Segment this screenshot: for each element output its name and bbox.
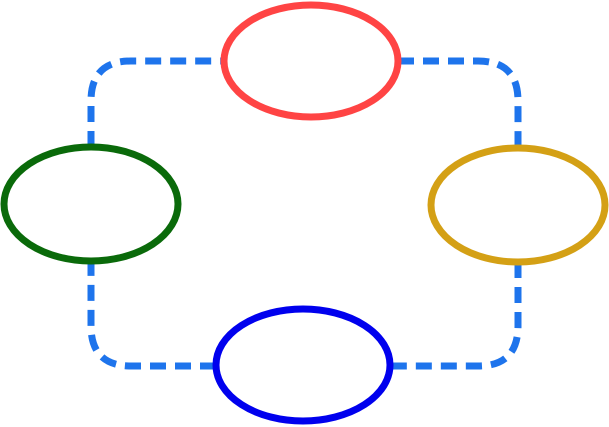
connector-bottom-left <box>87 261 216 370</box>
node-top-ellipse <box>220 1 402 121</box>
connector-left-top <box>87 57 224 147</box>
connector-group <box>87 57 522 370</box>
connector-right-bottom <box>390 262 522 370</box>
connector-top-right <box>398 57 522 148</box>
node-bottom-ellipse <box>212 305 394 425</box>
node-left-ellipse <box>0 143 182 265</box>
node-right-ellipse <box>427 144 609 266</box>
